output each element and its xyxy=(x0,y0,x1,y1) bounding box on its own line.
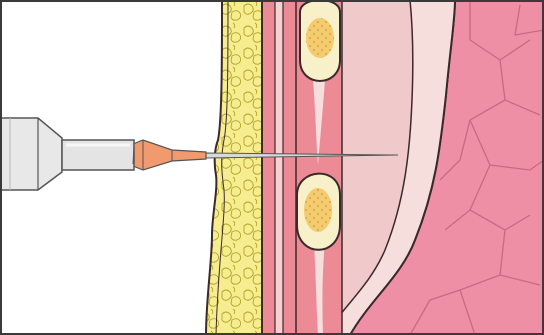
lower-rib xyxy=(297,174,340,250)
needle-hub xyxy=(133,140,206,170)
subcutaneous-fat-layer xyxy=(206,0,262,335)
fascia-stripe xyxy=(275,0,283,335)
syringe xyxy=(0,118,134,190)
upper-rib xyxy=(300,0,340,81)
